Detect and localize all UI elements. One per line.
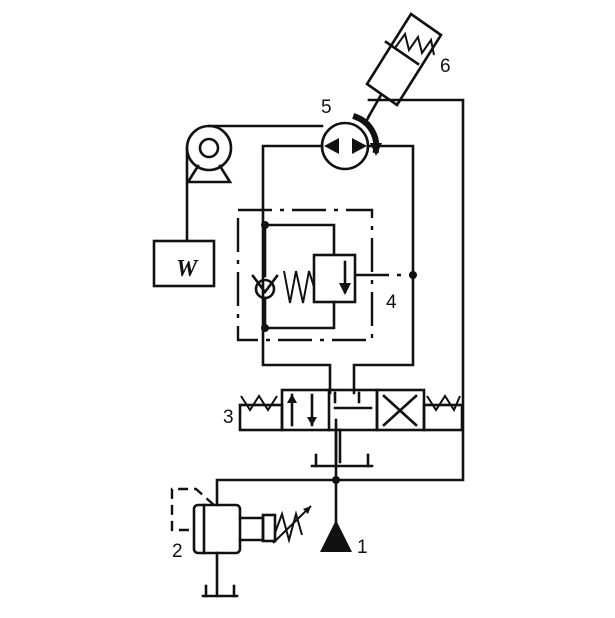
brake-cylinder-label: 6 xyxy=(440,56,451,77)
load-weight: W xyxy=(152,239,216,288)
hydraulic-motor xyxy=(320,113,382,171)
brake-valve xyxy=(236,208,413,342)
pipes xyxy=(215,98,465,598)
brake-cylinder-spring xyxy=(394,31,435,56)
motor-inlet-arrow-left xyxy=(324,138,339,154)
brake-valve-spring xyxy=(283,270,315,304)
brake-valve-spool xyxy=(312,253,357,304)
motor-inlet-arrow-right xyxy=(352,138,367,154)
directional-valve xyxy=(238,388,464,468)
relief-valve-label: 2 xyxy=(172,541,183,562)
pump-label: 1 xyxy=(357,537,368,558)
directional-valve-label: 3 xyxy=(223,407,234,428)
winch-drum xyxy=(185,124,324,242)
pump-source xyxy=(320,520,352,552)
load-label: W xyxy=(176,256,199,282)
relief-valve xyxy=(170,487,312,598)
check-valve-seat xyxy=(251,274,279,295)
brake-valve-label: 4 xyxy=(386,292,397,313)
relief-valve-spring xyxy=(274,510,303,544)
check-valve-ball xyxy=(254,278,276,300)
junction-dot xyxy=(332,476,340,484)
brake-cylinder xyxy=(363,12,443,126)
motor-label: 5 xyxy=(321,97,332,118)
